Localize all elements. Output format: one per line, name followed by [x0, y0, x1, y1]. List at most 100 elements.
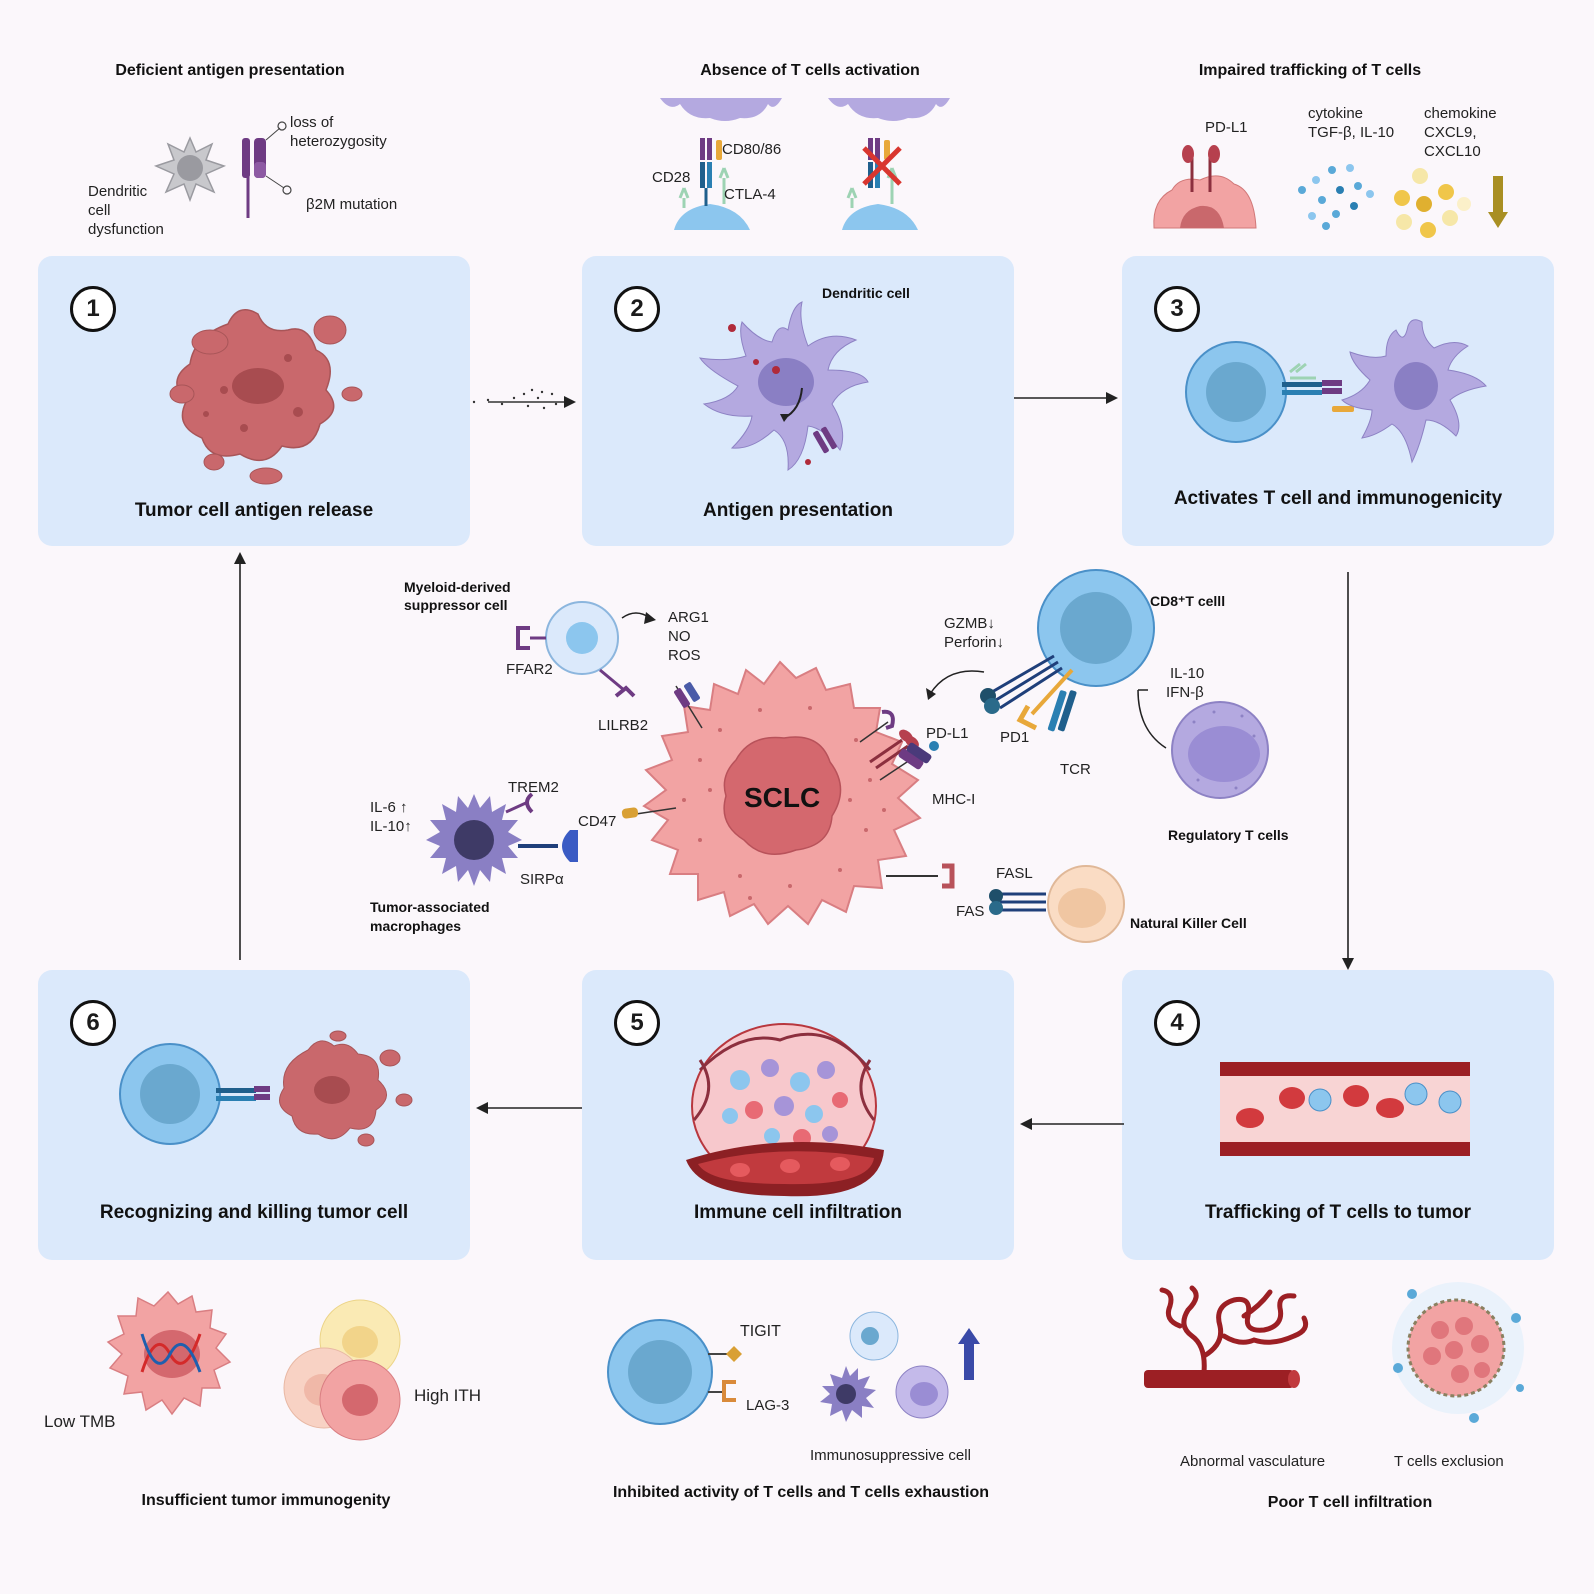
cytokine-list-label: TGF-β, IL-10: [1308, 124, 1395, 141]
mdsc-label-line1: Myeloid-derived: [404, 579, 511, 595]
ifnb-label: IFN-β: [1166, 684, 1204, 701]
step-badge-4: 4: [1154, 1000, 1200, 1046]
step-badge-3: 3: [1154, 286, 1200, 332]
pdl1-tumor-cell-icon: [1153, 145, 1257, 229]
dendritic-dysfunction-line2: cell: [88, 202, 111, 219]
panel-2-title: Antigen presentation: [702, 500, 893, 521]
exhausted-t-cell-icon: [607, 1319, 742, 1425]
cd8-t-cell-illustration: [980, 569, 1155, 732]
pdl1-center-label: PD-L1: [926, 725, 969, 742]
tam-cell-illustration: [426, 792, 578, 886]
panel-3-title: Activates T cell and immunogenicity: [1173, 488, 1503, 509]
insufficient-immunogenicity-title: Insufficient tumor immunogenity: [141, 1492, 391, 1509]
tam-label-line1: Tumor-associated: [370, 899, 490, 915]
cd80-86-label: CD80/86: [722, 141, 782, 158]
loss-of-label: loss of: [290, 114, 334, 131]
arrow-panel4-to-panel5: [1020, 1118, 1124, 1130]
tumor-killing-illustration: [119, 1030, 413, 1147]
tumor-antigen-release-illustration: [169, 309, 363, 485]
step-badge-2: 2: [614, 286, 660, 332]
panel-3: 3 Activates T cell and immunogenicity: [1122, 256, 1554, 546]
cytotoxic-arrow: [926, 670, 985, 700]
regulatory-t-cell-illustration: [1137, 689, 1269, 799]
no-label: NO: [668, 628, 691, 645]
arg1-label: ARG1: [668, 609, 709, 626]
panel-5-title: Immune cell infiltration: [694, 1202, 902, 1223]
il10-label: IL-10↑: [370, 818, 412, 835]
costimulation-synapse-illustration: [660, 98, 950, 230]
nk-cell-label: Natural Killer Cell: [1130, 915, 1247, 931]
panel-4-title: Trafficking of T cells to tumor: [1204, 1202, 1472, 1223]
b2m-mutation-label: β2M mutation: [306, 196, 398, 213]
panel-2: 2 Dendritic cell Antigen presentation: [582, 256, 1014, 546]
pd1-label: PD1: [1000, 729, 1030, 746]
tam-label-line2: macrophages: [370, 918, 462, 934]
absence-activation-title: Absence of T cells activation: [700, 62, 920, 79]
panel-1-title: Tumor cell antigen release: [134, 500, 374, 521]
arrow-panel2-to-panel3: [1014, 392, 1118, 404]
panel-6: 6 Recognizing and killing tumor cell: [38, 970, 470, 1260]
cd47-receptor: [621, 807, 677, 819]
chemokine-l2-label: CXCL10: [1424, 143, 1481, 160]
step-badge-5: 5: [614, 1000, 660, 1046]
sclc-tumor-cell: [642, 660, 922, 926]
arrow-panel3-to-panel4: [1342, 572, 1354, 970]
down-arrow-chemokine-icon: [1488, 176, 1508, 228]
impaired-trafficking-title: Impaired trafficking of T cells: [1198, 62, 1422, 79]
step-badge-6: 6: [70, 1000, 116, 1046]
il6-label: IL-6 ↑: [370, 799, 408, 816]
sirpa-label: SIRPα: [520, 871, 564, 888]
t-cells-exclusion-label: T cells exclusion: [1394, 1453, 1504, 1470]
low-tmb-tumor-icon: [106, 1290, 232, 1416]
chemokine-dots-icon: [1394, 168, 1471, 238]
pdl1-mhc-receptors-on-tumor: [859, 709, 939, 781]
cd28-label: CD28: [652, 169, 691, 186]
step-badge-1: 1: [70, 286, 116, 332]
mhc-label: MHC-I: [932, 791, 976, 808]
inhibited-activity-title: Inhibited activity of T cells and T cell…: [612, 1484, 990, 1501]
chemokine-l1-label: CXCL9,: [1424, 124, 1477, 141]
regulatory-t-cells-label: Regulatory T cells: [1168, 827, 1289, 843]
cytokine-label: cytokine: [1308, 105, 1364, 122]
lilrb2-receptor-on-tumor: [674, 682, 703, 729]
tcr-label: TCR: [1060, 761, 1091, 778]
mdsc-cell-illustration: [516, 601, 656, 698]
mhc-molecule-icon: [242, 121, 292, 218]
immunosuppressive-cell-label: Immunosuppressive cell: [810, 1447, 971, 1464]
perforin-label: Perforin↓: [944, 634, 1005, 651]
deficient-antigen-title: Deficient antigen presentation: [115, 62, 345, 79]
panel-1: 1 Tumor cell antigen release: [38, 256, 470, 546]
t-cell-exclusion-icon: [1392, 1282, 1524, 1423]
fasl-label: FASL: [996, 865, 1033, 882]
abnormal-vasculature-label: Abnormal vasculature: [1180, 1453, 1326, 1470]
sclc-label: SCLC: [744, 782, 821, 813]
high-ith-label: High ITH: [414, 1386, 482, 1405]
panel-6-title: Recognizing and killing tumor cell: [99, 1202, 409, 1223]
il10-treg-label: IL-10: [1170, 665, 1205, 682]
ros-label: ROS: [668, 647, 701, 664]
dendritic-cell-label: Dendritic cell: [822, 285, 910, 301]
low-tmb-label: Low TMB: [44, 1412, 116, 1431]
abnormal-vasculature-icon: [1144, 1285, 1309, 1388]
arrow-panel5-to-panel6: [476, 1102, 582, 1114]
cytokine-dots-icon: [1298, 164, 1374, 230]
tigit-label: TIGIT: [740, 1323, 781, 1340]
dendritic-cell-illustration: [698, 301, 869, 471]
cd47-label: CD47: [578, 813, 617, 830]
fas-fasl-nk-illustration: [886, 863, 1125, 943]
immunosuppressive-cells-icon: [820, 1311, 980, 1422]
poor-infiltration-title: Poor T cell infiltration: [1267, 1494, 1433, 1511]
immune-infiltration-illustration: [686, 1023, 884, 1197]
dysfunctional-dendritic-cell-icon: [153, 136, 227, 203]
high-ith-tumor-icon: [283, 1299, 401, 1441]
fas-label: FAS: [956, 903, 985, 920]
trem2-label: TREM2: [508, 779, 559, 796]
t-cell-activation-illustration: [1185, 319, 1487, 464]
panel-4: 4 Trafficking of T cells to tumor: [1122, 970, 1554, 1260]
ffar2-label: FFAR2: [506, 661, 553, 678]
ctla4-label: CTLA-4: [724, 186, 776, 203]
heterozygosity-label: heterozygosity: [290, 133, 387, 150]
chemokine-label: chemokine: [1424, 105, 1497, 122]
panel-5: 5 Immune cell infiltration: [582, 970, 1014, 1260]
arrow-panel6-to-panel1: [234, 552, 246, 960]
